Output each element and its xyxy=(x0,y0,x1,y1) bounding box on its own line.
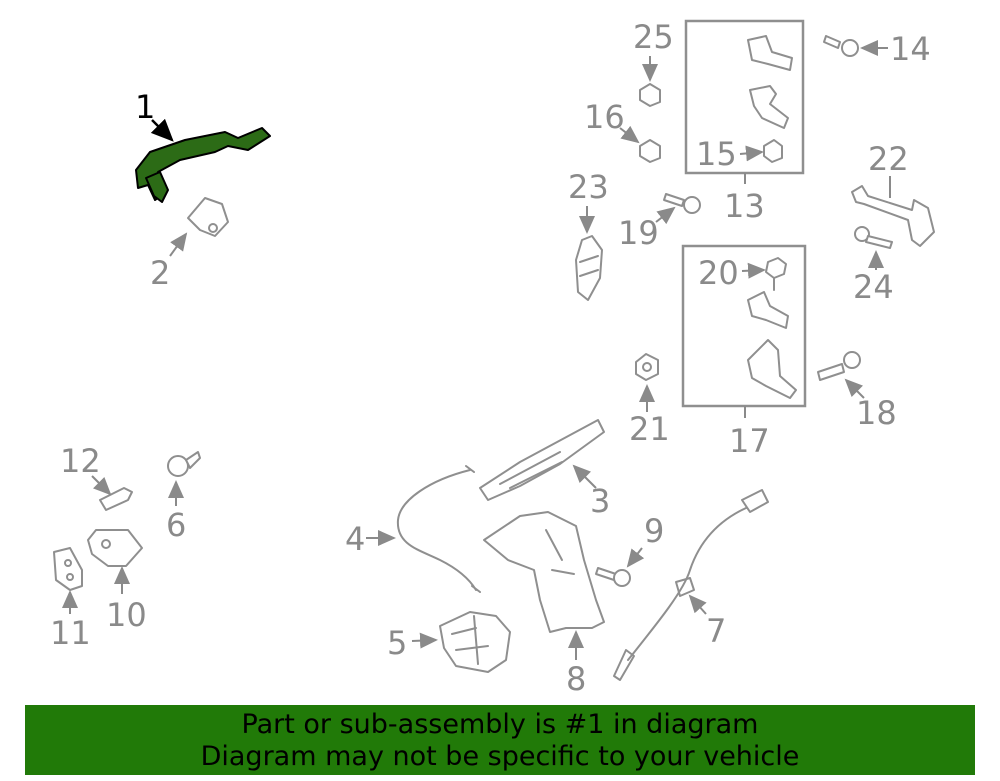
part-21-nut xyxy=(635,353,659,381)
callout-15: 15 xyxy=(696,135,737,173)
banner-line-2: Diagram may not be specific to your vehi… xyxy=(200,741,800,772)
leader-5 xyxy=(411,632,438,649)
part-4-cable xyxy=(396,465,481,593)
callout-17: 17 xyxy=(729,422,770,460)
part-17-hinge-lower xyxy=(747,291,797,399)
part-8-inner-panel xyxy=(483,511,605,633)
callout-22: 22 xyxy=(868,140,909,178)
callout-20: 20 xyxy=(698,254,739,292)
part-25-nut xyxy=(639,83,661,107)
callout-19: 19 xyxy=(618,214,659,252)
part-16-nut xyxy=(639,139,661,163)
callout-3: 3 xyxy=(590,482,610,520)
part-23-trim xyxy=(575,235,603,301)
callout-12: 12 xyxy=(60,442,101,480)
leader-1 xyxy=(150,118,174,142)
part-1-door-handle[interactable] xyxy=(135,127,271,203)
part-7-harness xyxy=(613,489,769,681)
callout-10: 10 xyxy=(106,596,147,634)
part-10-bracket xyxy=(87,529,143,567)
leader-12 xyxy=(91,475,112,496)
callout-18: 18 xyxy=(856,394,897,432)
callout-4: 4 xyxy=(345,520,365,558)
callout-5: 5 xyxy=(387,624,407,662)
callout-24: 24 xyxy=(853,268,894,306)
part-12-clip xyxy=(99,487,133,511)
leader-2 xyxy=(169,232,188,257)
banner-line-1: Part or sub-assembly is #1 in diagram xyxy=(241,709,759,740)
leader-7 xyxy=(688,594,707,615)
callout-21: 21 xyxy=(629,410,670,448)
part-20-bolt xyxy=(765,257,787,291)
callout-13: 13 xyxy=(724,187,765,225)
leader-9 xyxy=(626,547,645,568)
callout-7: 7 xyxy=(706,612,726,650)
part-15-bolt xyxy=(763,139,783,163)
callout-16: 16 xyxy=(584,98,625,136)
leader-20 xyxy=(741,262,766,279)
part-11-gasket xyxy=(53,547,83,591)
part-13-hinge-upper xyxy=(747,35,793,129)
part-14-bolt xyxy=(823,35,859,57)
part-6-screw xyxy=(167,451,201,477)
callout-14: 14 xyxy=(890,30,931,68)
callout-2: 2 xyxy=(150,254,170,292)
part-19-bolt xyxy=(663,193,701,214)
callout-23: 23 xyxy=(568,168,609,206)
callout-1: 1 xyxy=(135,88,155,126)
callout-6: 6 xyxy=(166,506,186,544)
part-18-bolt xyxy=(817,351,861,381)
part-24-bolt xyxy=(854,226,893,249)
part-3-reinforcement xyxy=(479,419,605,501)
part-9-bolt xyxy=(595,567,631,587)
part-22-door-check xyxy=(851,185,935,247)
callout-8: 8 xyxy=(566,660,586,698)
leader-18 xyxy=(844,378,865,399)
leader-15 xyxy=(739,145,764,162)
callout-9: 9 xyxy=(644,512,664,550)
leader-3 xyxy=(572,464,597,489)
part-5-latch xyxy=(439,611,511,673)
leader-16 xyxy=(619,125,640,144)
notice-banner: Part or sub-assembly is #1 in diagram Di… xyxy=(25,705,975,775)
part-2-handle-cap xyxy=(187,197,229,237)
leader-19 xyxy=(655,206,676,225)
callout-11: 11 xyxy=(50,614,91,652)
callout-25: 25 xyxy=(633,18,674,56)
